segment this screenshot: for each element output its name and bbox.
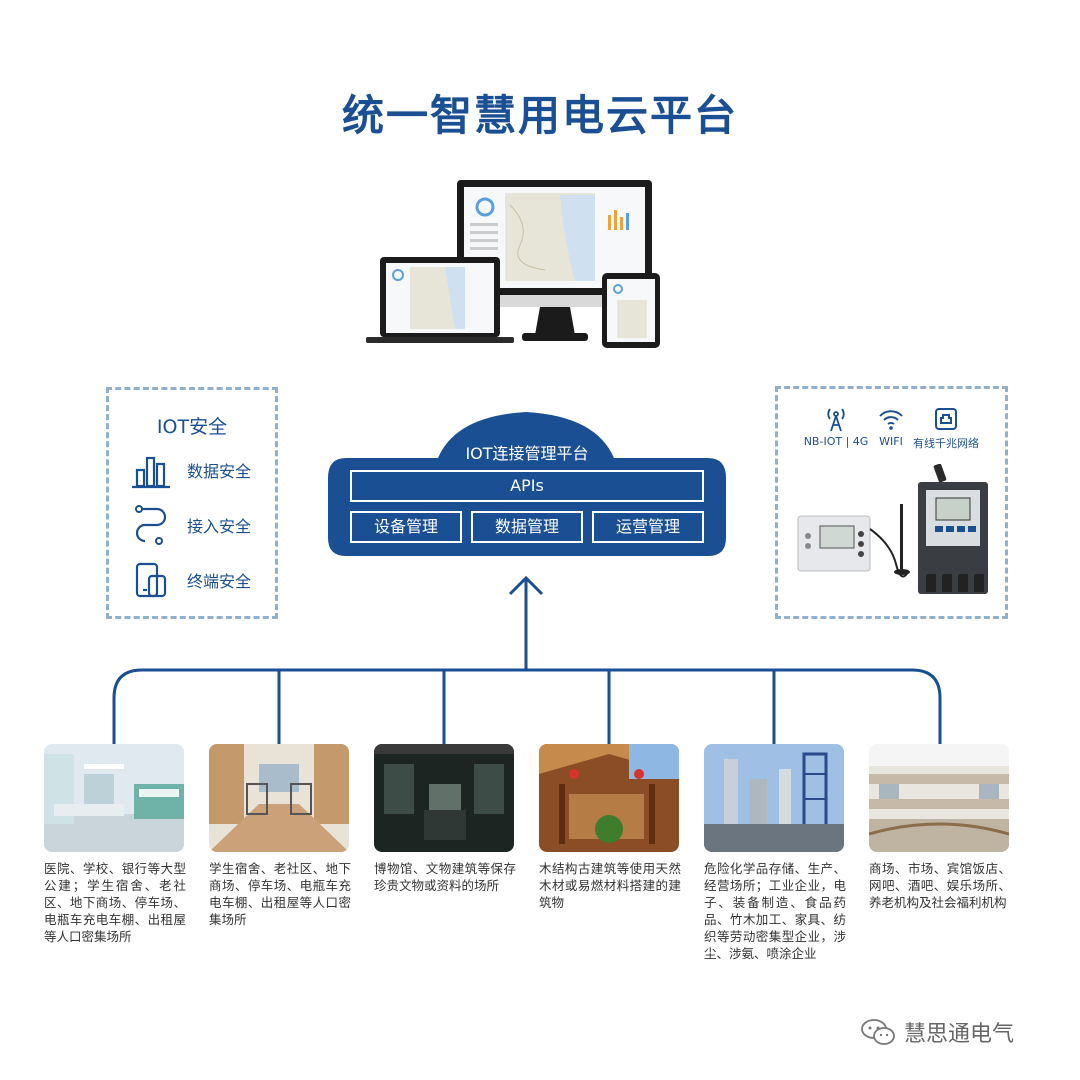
platform-title: IOT连接管理平台 xyxy=(465,444,589,463)
scenario-caption: 博物馆、文物建筑等保存珍贵文物或资料的场所 xyxy=(374,861,516,893)
module-operation-management: 运营管理 xyxy=(592,511,704,543)
scenario-caption: 危险化学品存储、生产、经营场所；工业企业，电子、装备制造、食品药品、竹木加工、家… xyxy=(704,861,846,961)
network-label: NB-IOT | 4G xyxy=(803,435,869,448)
hardware-devices-illustration xyxy=(797,464,988,594)
security-item-access: 接入安全 xyxy=(129,505,279,545)
dormitory-photo xyxy=(209,744,349,852)
scenario-caption: 医院、学校、银行等大型公建；学生宿舍、老社区、地下商场、停车场、电瓶车充电车棚、… xyxy=(44,861,186,944)
scenario-caption: 学生宿舍、老社区、地下商场、停车场、电瓶车充电车棚、出租屋等人口密集场所 xyxy=(209,861,351,927)
connector-lines xyxy=(112,575,942,745)
network-label: WIFI xyxy=(879,435,903,448)
brand-name: 慧思通电气 xyxy=(904,1022,1015,1047)
wooden-building-photo xyxy=(539,744,679,852)
ethernet-icon xyxy=(935,408,957,430)
apis-box: APIs xyxy=(350,470,704,502)
security-item-label: 接入安全 xyxy=(187,517,252,536)
security-item-label: 终端安全 xyxy=(187,572,252,591)
module-data-management: 数据管理 xyxy=(471,511,583,543)
security-item-data: 数据安全 xyxy=(129,450,279,490)
scenario-caption: 木结构古建筑等使用天然木材或易燃材料搭建的建筑物 xyxy=(539,861,681,910)
module-device-management: 设备管理 xyxy=(350,511,462,543)
devices-illustration xyxy=(366,180,660,348)
chemical-plant-photo xyxy=(704,744,844,852)
antenna-icon xyxy=(827,408,845,432)
hospital-photo xyxy=(44,744,184,852)
route-icon xyxy=(135,505,167,545)
museum-photo xyxy=(374,744,514,852)
wechat-icon xyxy=(861,1019,895,1045)
terminal-device-icon xyxy=(135,562,167,598)
security-item-terminal: 终端安全 xyxy=(129,560,279,600)
iot-security-title: IOT安全 xyxy=(156,416,228,438)
mall-photo xyxy=(869,744,1009,852)
iot-security-panel: IOT安全 数据安全 接入安全 终端安全 xyxy=(106,387,278,619)
scenario-caption: 商场、市场、宾馆饭店、网吧、酒吧、娱乐场所、养老机构及社会福利机构 xyxy=(869,861,1011,910)
bar-chart-icon xyxy=(132,456,170,489)
network-label: 有线千兆网络 xyxy=(913,437,979,450)
security-item-label: 数据安全 xyxy=(187,462,252,481)
page-title: 统一智慧用电云平台 xyxy=(341,91,738,140)
network-panel: NB-IOT | 4G WIFI 有线千兆网络 xyxy=(775,386,1008,619)
platform-cloud xyxy=(328,412,726,556)
brand-watermark: 慧思通电气 xyxy=(860,1016,1014,1048)
wifi-icon xyxy=(879,410,903,430)
